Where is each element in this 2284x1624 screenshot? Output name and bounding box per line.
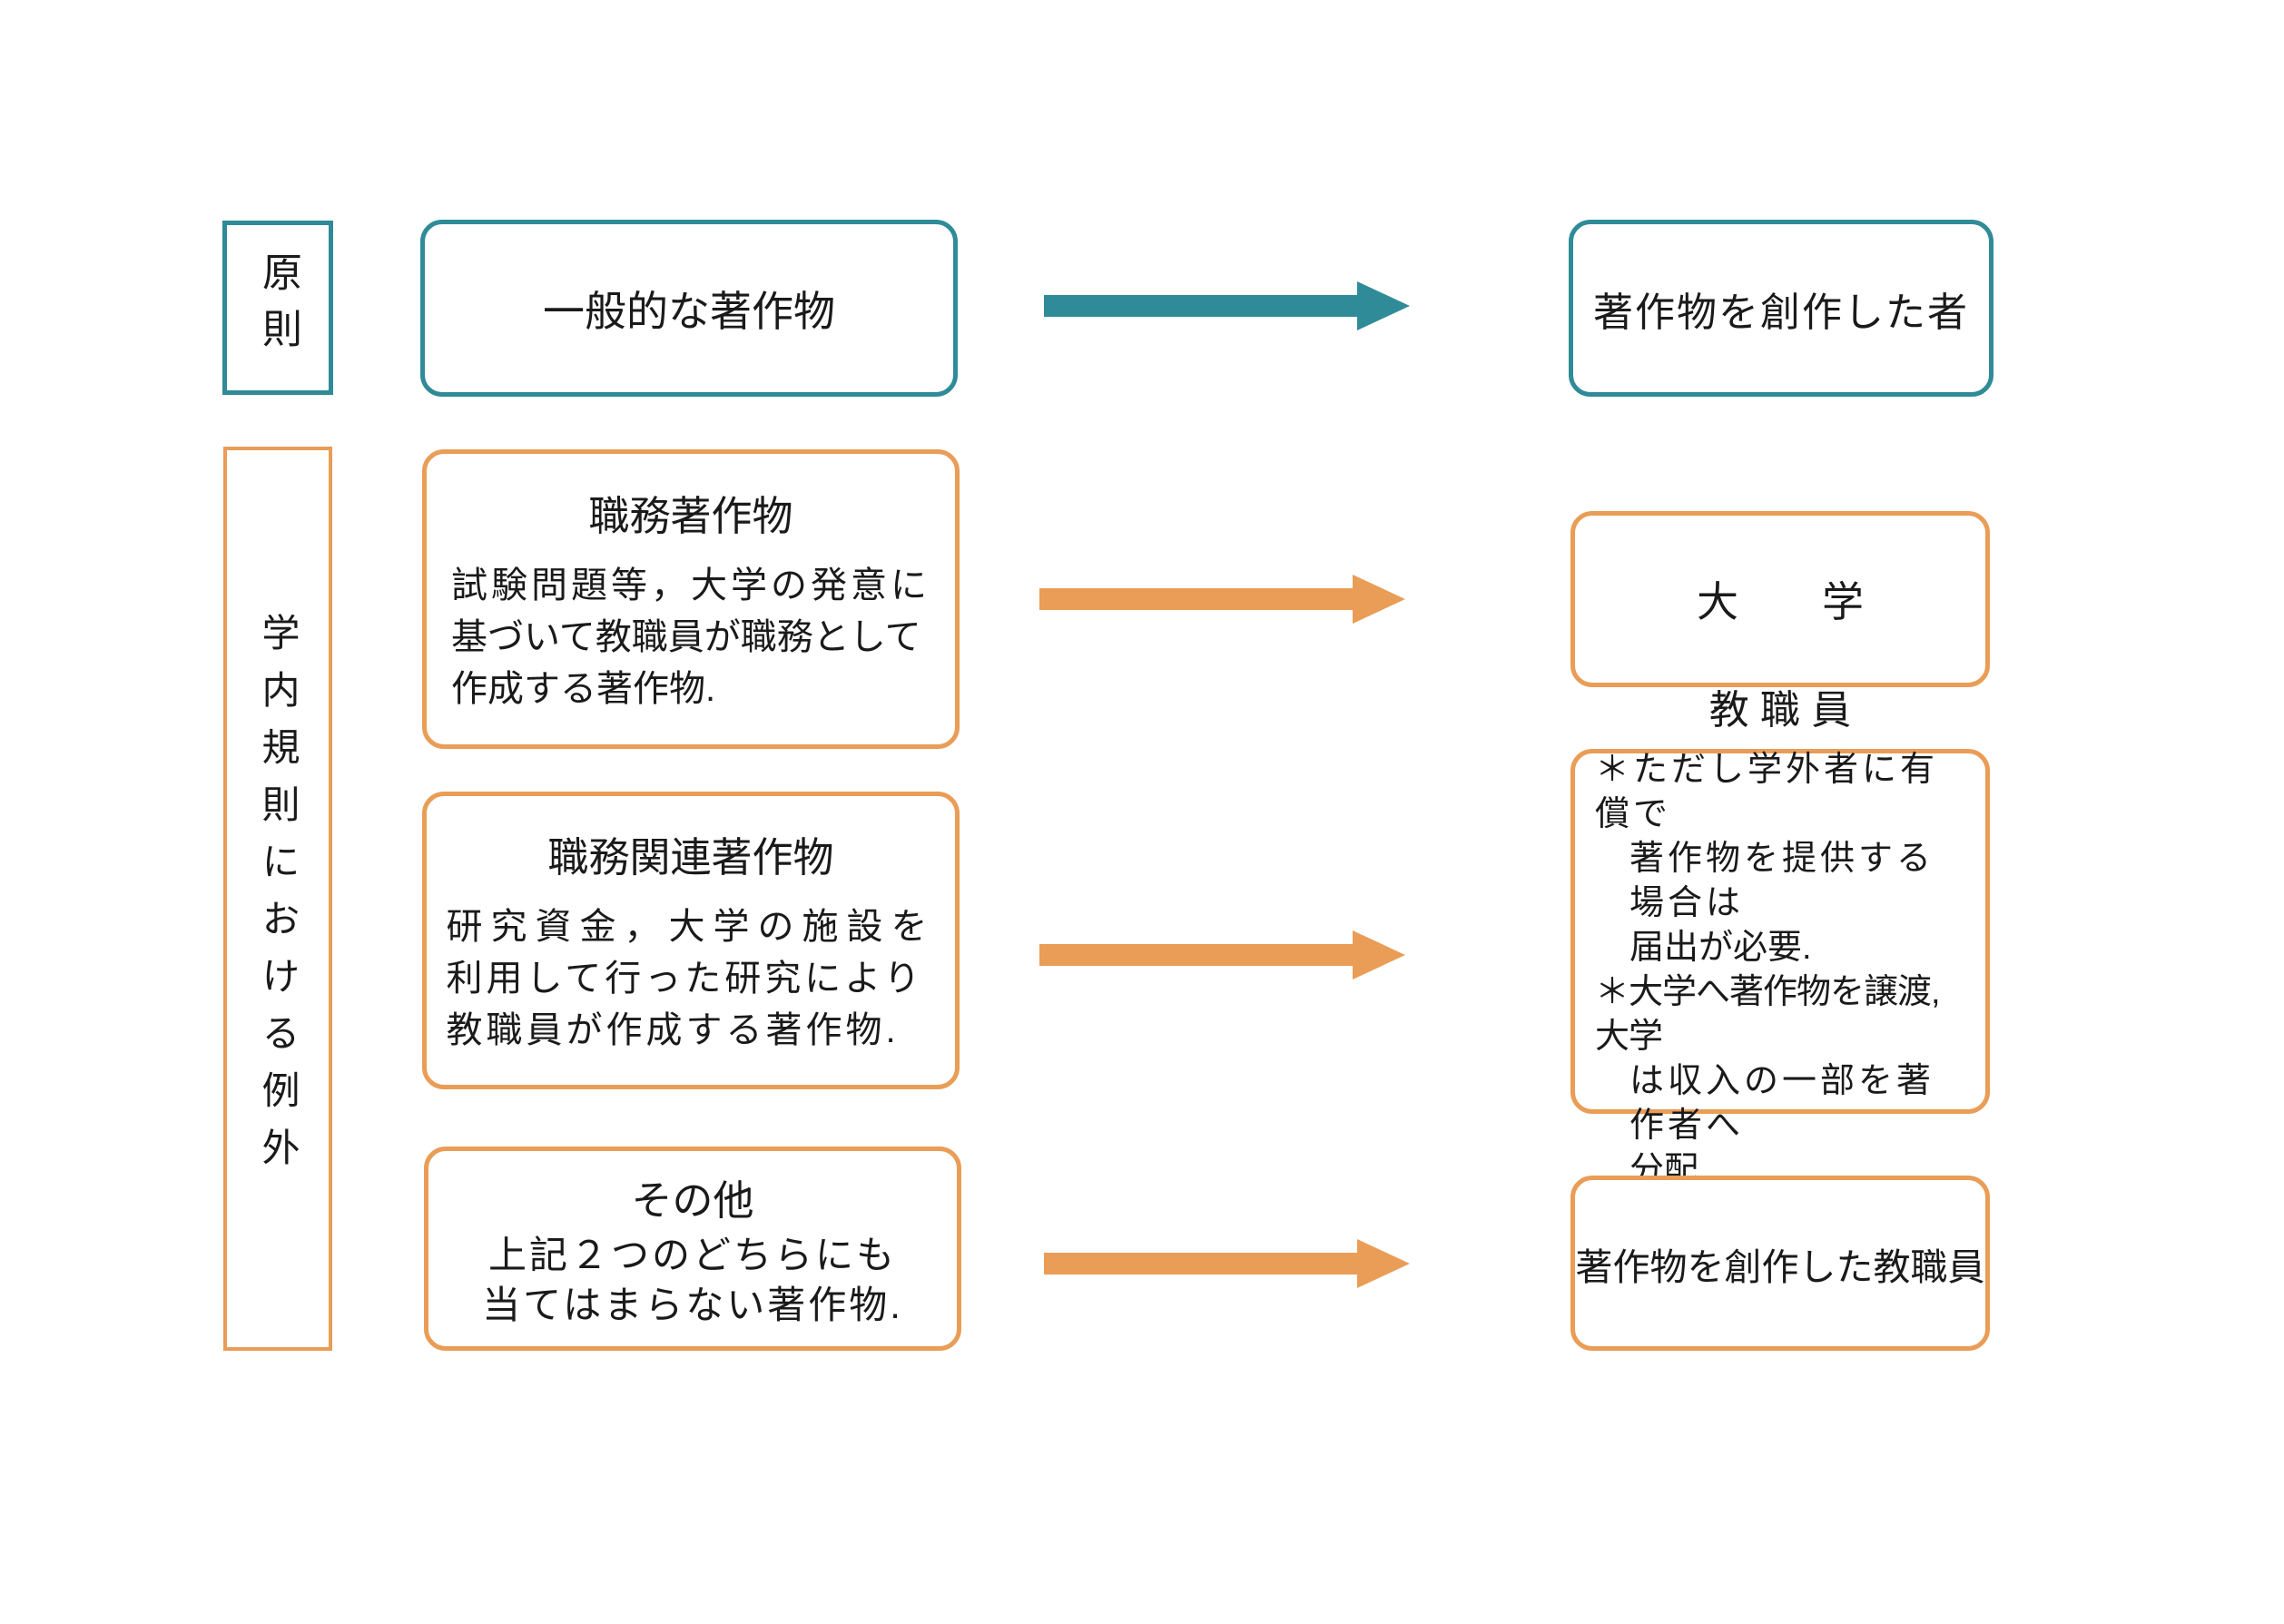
work-related-box: 職務関連著作物 研究資金，大学の施設を 利用して行った研究により 教職員が作成す…: [422, 792, 960, 1089]
principle-label: 原則: [256, 251, 300, 364]
staff-creator-label: 著作物を創作した教職員: [1575, 1245, 1985, 1288]
exception-label-box: 学内規則における例外: [223, 447, 332, 1351]
staff-note: ＊ただし学外者に有償で 著作物を提供する場合は 届出が必要. ＊大学へ著作物を譲…: [1595, 748, 1965, 1193]
work-for-hire-description: 試験問題等，大学の発意に 基づいて教職員が職務として 作成する著作物.: [451, 560, 930, 715]
staff-box: 教 職 員 ＊ただし学外者に有償で 著作物を提供する場合は 届出が必要. ＊大学…: [1570, 688, 1990, 1189]
general-work-label: 一般的な著作物: [543, 287, 835, 335]
text-line: 当てはまらない著作物.: [482, 1284, 903, 1326]
other-box: その他 上記２つのどちらにも 当てはまらない著作物.: [424, 1147, 961, 1351]
text-line: 教職員が作成する著作物.: [446, 1010, 900, 1050]
work-for-hire-arrow: [1039, 575, 1405, 624]
text-line: 上記２つのどちらにも: [487, 1234, 897, 1276]
text-line: ＊大学へ著作物を譲渡,大学: [1595, 973, 1941, 1056]
arrow-shaft: [1044, 1253, 1357, 1275]
university-box: 大 学: [1570, 511, 1990, 687]
staff-creator-box: 著作物を創作した教職員: [1570, 1176, 1990, 1351]
arrow-head: [1357, 281, 1410, 330]
text-line: 著作物を提供する場合は: [1629, 840, 1935, 922]
exception-label: 学内規則における例外: [257, 613, 300, 1185]
principle-label-box: 原則: [222, 221, 333, 395]
arrow-shaft: [1039, 944, 1353, 966]
work-related-arrow: [1039, 930, 1405, 979]
text-line: 届出が必要.: [1629, 929, 1812, 967]
arrow-shaft: [1039, 588, 1353, 610]
other-arrow: [1044, 1239, 1410, 1288]
text-line: 研究資金，大学の施設を: [446, 907, 936, 947]
work-related-title: 職務関連著作物: [547, 834, 834, 881]
principle-arrow: [1044, 281, 1410, 330]
staff-title: 教 職 員: [1708, 688, 1852, 733]
other-description: 上記２つのどちらにも 当てはまらない著作物.: [482, 1230, 903, 1330]
text-line: 基づいて教職員が職務として: [451, 617, 921, 657]
creator-box: 著作物を創作した者: [1569, 220, 1994, 397]
work-for-hire-title: 職務著作物: [588, 493, 793, 539]
arrow-head: [1357, 1239, 1410, 1288]
arrow-head: [1353, 930, 1405, 979]
text-line: ＊ただし学外者に有償で: [1595, 751, 1939, 833]
creator-label: 著作物を創作した者: [1593, 290, 1969, 335]
arrow-shaft: [1044, 295, 1357, 317]
other-title: その他: [631, 1177, 754, 1224]
arrow-head: [1353, 575, 1405, 624]
work-for-hire-box: 職務著作物 試験問題等，大学の発意に 基づいて教職員が職務として 作成する著作物…: [422, 449, 960, 749]
text-line: 利用して行った研究により: [446, 959, 924, 999]
text-line: 試験問題等，大学の発意に: [451, 566, 930, 605]
text-line: 作成する著作物.: [451, 669, 716, 709]
general-work-box: 一般的な著作物: [420, 220, 958, 397]
university-label: 大 学: [1697, 578, 1864, 625]
work-related-description: 研究資金，大学の施設を 利用して行った研究により 教職員が作成する著作物.: [447, 901, 936, 1057]
text-line: は収入の一部を著作者へ: [1629, 1062, 1935, 1145]
